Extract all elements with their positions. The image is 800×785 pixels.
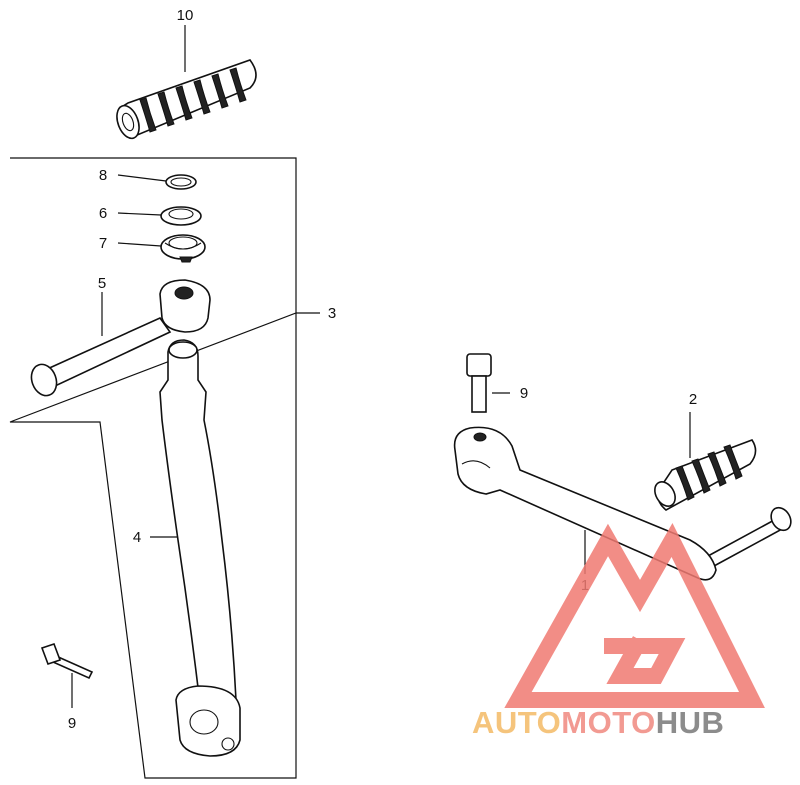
part-kickstart-arm bbox=[159, 339, 241, 757]
watermark-logo-mark bbox=[504, 523, 765, 708]
label-2: 2 bbox=[689, 391, 697, 408]
label-7: 7 bbox=[99, 235, 107, 252]
label-4: 4 bbox=[133, 529, 141, 546]
part-bolt-left bbox=[40, 642, 94, 680]
label-5: 5 bbox=[98, 275, 106, 292]
part-pivot-pin bbox=[30, 279, 211, 397]
watermark-word-auto: AUTO bbox=[472, 705, 561, 740]
label-9-left: 9 bbox=[68, 715, 76, 732]
label-10: 10 bbox=[177, 7, 194, 24]
watermark-word-moto: MOTO bbox=[561, 705, 655, 740]
label-3: 3 bbox=[328, 305, 336, 322]
part-circlip bbox=[165, 174, 197, 190]
part-washer bbox=[160, 206, 202, 226]
watermark-word-hub: HUB bbox=[656, 705, 725, 740]
part-rubber-grip bbox=[116, 59, 257, 140]
part-bolt-right bbox=[466, 353, 492, 413]
label-6: 6 bbox=[99, 205, 107, 222]
part-rubber-grip-right bbox=[654, 439, 757, 511]
part-return-spring bbox=[160, 234, 206, 263]
assembly-bracket-outline bbox=[9, 157, 297, 779]
watermark-logo bbox=[504, 523, 765, 708]
label-9-right: 9 bbox=[520, 385, 528, 402]
watermark-text: AUTOMOTOHUB bbox=[472, 705, 724, 740]
label-8: 8 bbox=[99, 167, 107, 184]
part-kickstart-arm-right bbox=[453, 426, 792, 581]
